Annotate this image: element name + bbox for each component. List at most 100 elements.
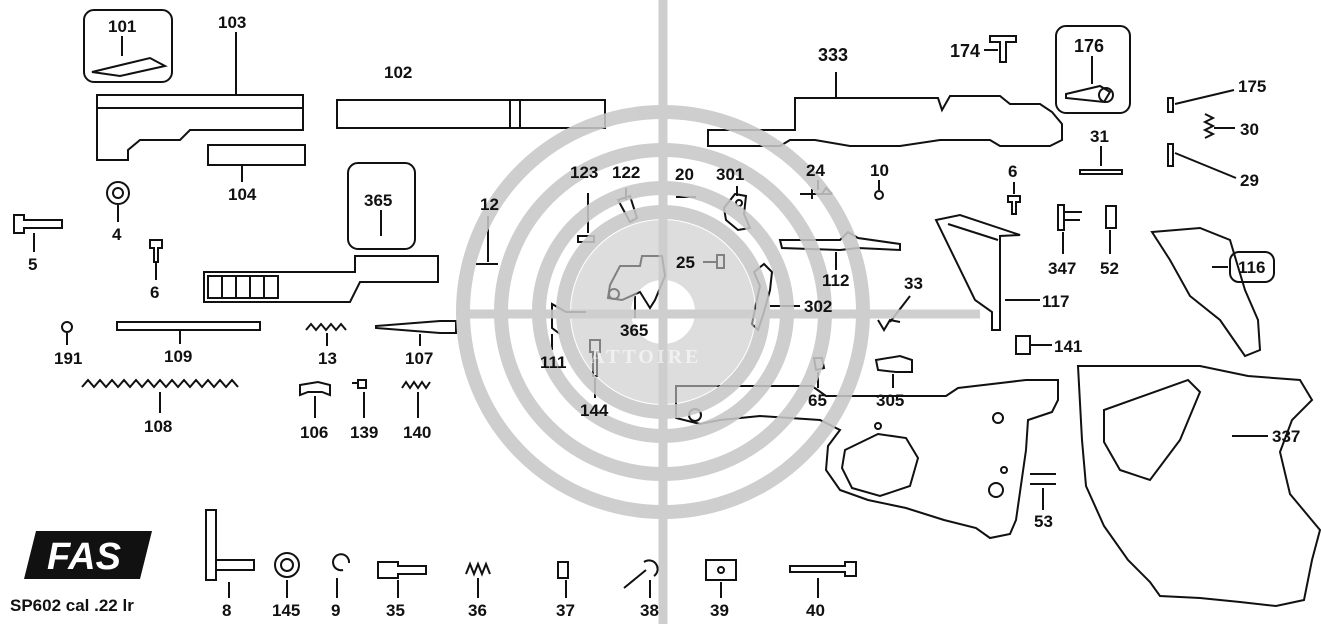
part-191: [61, 321, 73, 333]
label-5: 5: [28, 255, 38, 274]
part-117: [934, 213, 1021, 331]
label-29: 29: [1240, 171, 1259, 190]
label-111: 111: [540, 353, 567, 372]
label-333: 333: [818, 45, 849, 65]
label-37: 37: [556, 601, 575, 620]
part-347: [1057, 204, 1082, 231]
part-145: [274, 552, 300, 578]
label-347: 347: [1048, 259, 1077, 278]
part-140: [401, 380, 431, 390]
label-301: 301: [716, 165, 745, 184]
part-52: [1105, 205, 1117, 229]
part-37: [557, 561, 569, 579]
part-176: [1065, 84, 1112, 104]
part-33: [877, 318, 901, 332]
label-8: 8: [222, 601, 232, 620]
label-122: 122: [612, 163, 641, 182]
label-38: 38: [640, 601, 659, 620]
model-caption: SP602 cal .22 lr: [10, 596, 134, 615]
part-35: [377, 561, 427, 579]
label-174: 174: [950, 41, 981, 61]
label-35: 35: [386, 601, 405, 620]
label-6b: 6: [1008, 162, 1018, 181]
part-40: [789, 561, 857, 577]
part-108: [81, 378, 239, 389]
part-10: [874, 190, 884, 200]
label-365-box: 365: [364, 191, 393, 210]
label-365-hammer: 365: [620, 321, 649, 340]
part-102: [336, 99, 606, 129]
label-24: 24: [806, 161, 825, 180]
label-13: 13: [318, 349, 337, 368]
part-175: [1167, 97, 1174, 113]
label-10: 10: [870, 161, 889, 180]
part-39: [705, 559, 737, 581]
part-13: [305, 322, 347, 332]
logo-text: FAS: [47, 536, 121, 578]
part-333: [707, 95, 1063, 147]
part-107: [375, 320, 457, 334]
part-365-bar: [203, 255, 439, 303]
watermark-text: ATTOIRE: [590, 346, 702, 368]
label-4: 4: [112, 225, 122, 244]
label-33: 33: [904, 274, 923, 293]
part-38: [623, 559, 659, 589]
part-139: [352, 379, 367, 389]
label-6a: 6: [150, 283, 160, 302]
part-174: [989, 35, 1017, 63]
label-109: 109: [164, 347, 193, 366]
label-40: 40: [806, 601, 825, 620]
label-106: 106: [300, 423, 329, 442]
label-31: 31: [1090, 127, 1109, 146]
label-112: 112: [822, 271, 850, 290]
label-30: 30: [1240, 120, 1259, 139]
part-101: [91, 56, 168, 78]
fas-logo: FAS: [24, 531, 152, 579]
part-5: [13, 214, 63, 234]
label-305: 305: [876, 391, 905, 410]
label-9: 9: [331, 601, 341, 620]
label-123: 123: [570, 163, 599, 182]
part-109: [116, 321, 261, 331]
part-4: [106, 181, 130, 205]
part-6b: [1007, 195, 1021, 215]
label-107: 107: [405, 349, 434, 368]
label-176: 176: [1074, 36, 1105, 56]
label-102: 102: [384, 63, 413, 82]
label-53: 53: [1034, 512, 1053, 531]
label-141: 141: [1054, 337, 1083, 356]
label-12: 12: [480, 195, 499, 214]
watermark-target: [456, 0, 980, 624]
label-20: 20: [675, 165, 694, 184]
part-106: [299, 380, 331, 397]
label-302: 302: [804, 297, 833, 316]
part-103: [96, 94, 304, 161]
part-8: [205, 509, 255, 581]
label-117: 117: [1042, 292, 1070, 311]
part-6a: [149, 239, 163, 263]
part-337: [1076, 365, 1321, 608]
label-175: 175: [1238, 77, 1267, 96]
label-116: 116: [1238, 258, 1266, 277]
part-9: [332, 553, 351, 572]
part-141: [1015, 335, 1031, 355]
label-145: 145: [272, 601, 301, 620]
part-365-box: [347, 162, 416, 250]
part-176-box: [1055, 25, 1131, 114]
part-116: [1150, 226, 1262, 358]
part-104: [207, 144, 306, 166]
label-191: 191: [54, 349, 83, 368]
label-103: 103: [218, 13, 247, 32]
label-104: 104: [228, 185, 257, 204]
part-30: [1202, 113, 1216, 139]
part-36: [465, 561, 491, 577]
label-52: 52: [1100, 259, 1119, 278]
label-65: 65: [808, 391, 827, 410]
label-139: 139: [350, 423, 379, 442]
label-25: 25: [676, 253, 695, 272]
label-39: 39: [710, 601, 729, 620]
part-101-box: [83, 9, 173, 83]
label-108: 108: [144, 417, 173, 436]
